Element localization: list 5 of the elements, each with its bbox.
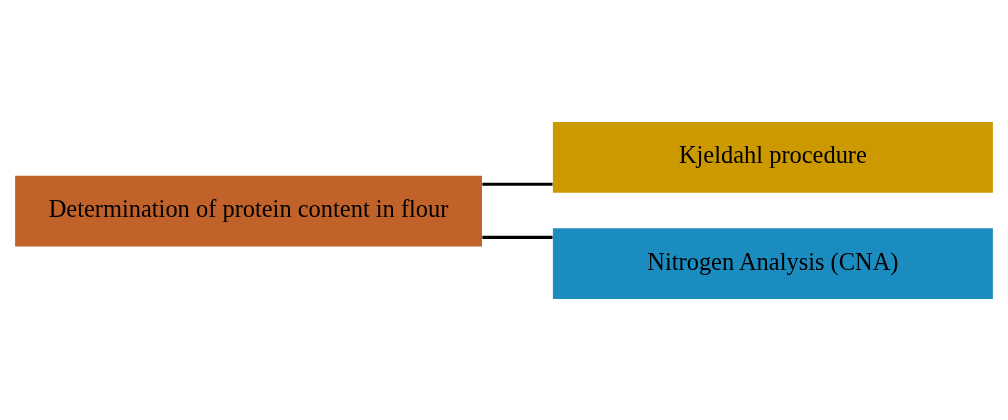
node-box: Nitrogen Analysis (CNA) [552, 227, 993, 299]
node-box: Determination of protein content in flour [15, 175, 482, 247]
connector [482, 235, 553, 239]
connector [482, 182, 553, 186]
node-box: Kjeldahl procedure [552, 121, 993, 193]
